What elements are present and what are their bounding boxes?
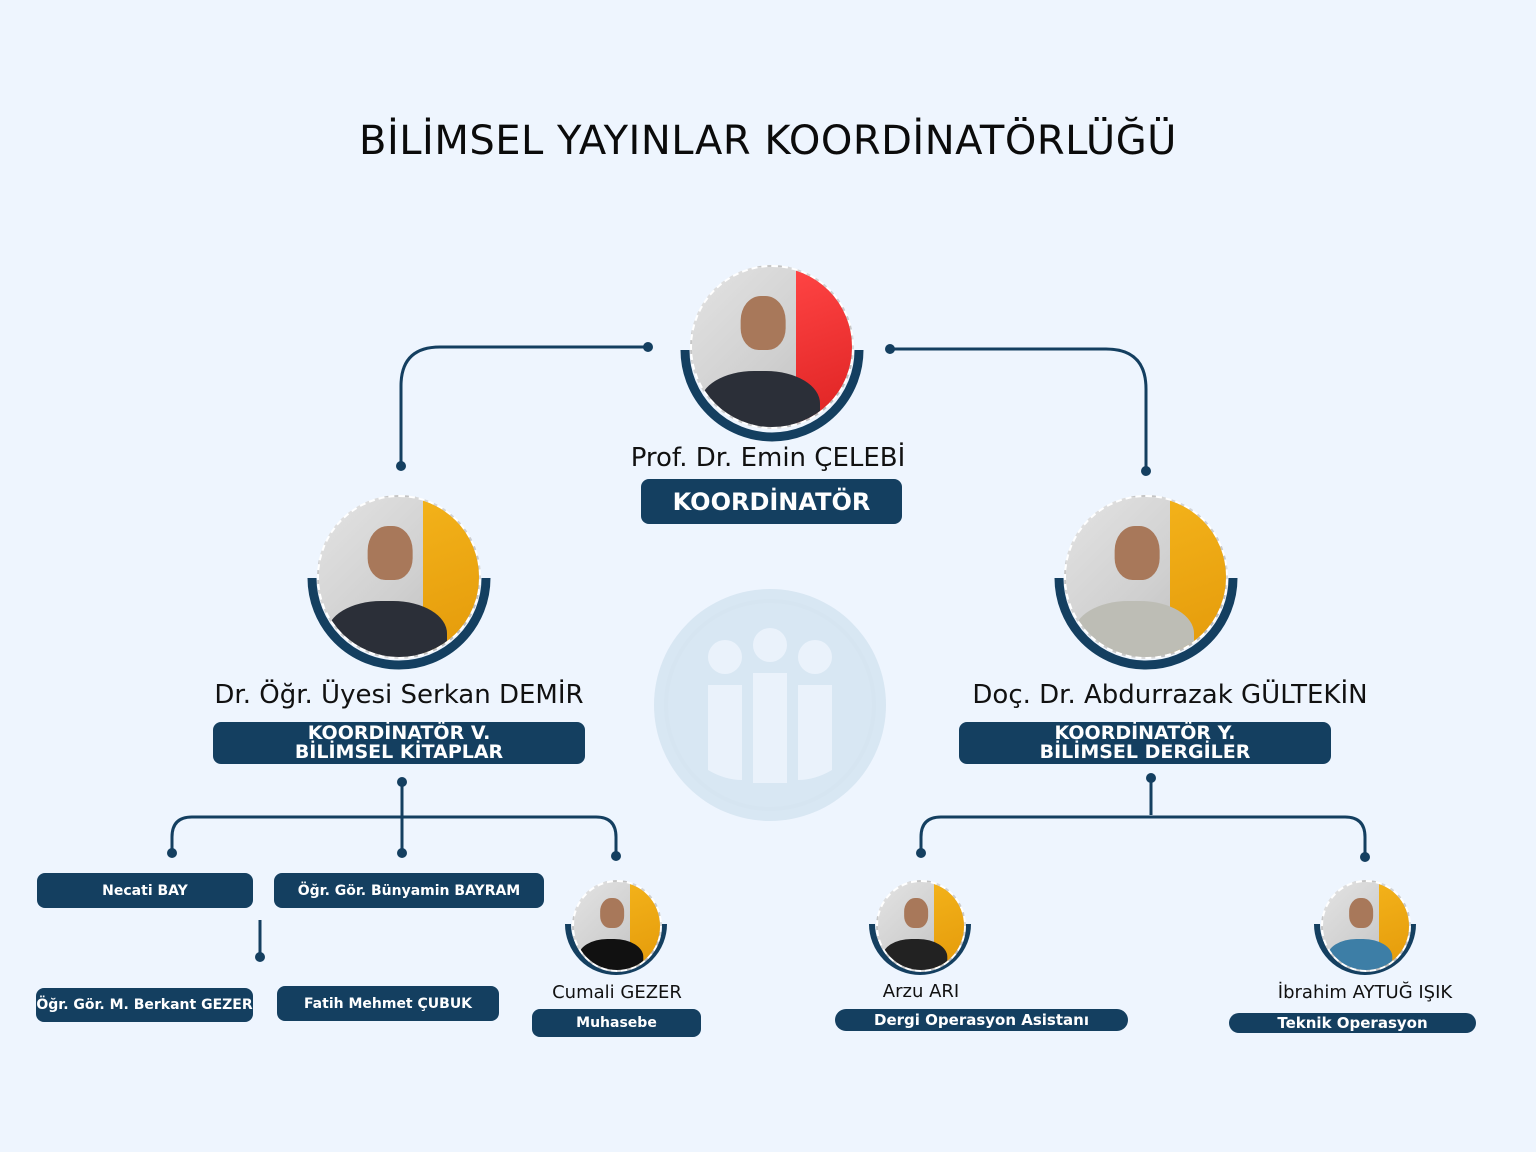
- team-member-badge: Fatih Mehmet ÇUBUK: [277, 986, 499, 1021]
- deputy-left-role-line2: BİLİMSEL KİTAPLAR: [294, 741, 504, 763]
- member-name: Öğr. Gör. M. Berkant GEZER: [36, 997, 253, 1013]
- coordinator-name: Prof. Dr. Emin ÇELEBİ: [630, 443, 906, 473]
- deputy-left-name: Dr. Öğr. Üyesi Serkan DEMİR: [214, 680, 584, 710]
- deputy-right-role-line2: BİLİMSEL DERGİLER: [1039, 741, 1251, 763]
- deputy-left-photo: [317, 495, 481, 659]
- coordinator-photo: [690, 265, 854, 429]
- accountant-role: Muhasebe: [576, 1015, 657, 1031]
- technical-role-badge: Teknik Operasyon: [1229, 1013, 1476, 1033]
- deputy-right-role-badge: KOORDİNATÖR Y. BİLİMSEL DERGİLER: [959, 722, 1331, 764]
- member-name: Öğr. Gör. Bünyamin BAYRAM: [297, 882, 521, 899]
- technical-name: İbrahim AYTUĞ IŞIK: [1277, 982, 1453, 1003]
- accountant-name: Cumali GEZER: [552, 982, 682, 1003]
- watermark-logo: [654, 589, 886, 821]
- assistant-role: Dergi Operasyon Asistanı: [874, 1010, 1089, 1029]
- page-title: BİLİMSEL YAYINLAR KOORDİNATÖRLÜĞÜ: [359, 118, 1177, 164]
- team-member-badge: Öğr. Gör. Bünyamin BAYRAM: [274, 873, 544, 908]
- deputy-right-role-line1: KOORDİNATÖR Y.: [1054, 722, 1236, 744]
- accountant-photo: [572, 880, 662, 972]
- deputy-right-photo: [1064, 495, 1228, 659]
- technical-role: Teknik Operasyon: [1277, 1013, 1428, 1032]
- assistant-role-badge: Dergi Operasyon Asistanı: [835, 1009, 1128, 1031]
- accountant-role-badge: Muhasebe: [532, 1009, 701, 1037]
- coordinator-role-badge: KOORDİNATÖR: [641, 479, 902, 524]
- team-member-badge: Necati BAY: [37, 873, 253, 908]
- deputy-right-name: Doç. Dr. Abdurrazak GÜLTEKİN: [972, 680, 1368, 710]
- deputy-left-role-badge: KOORDİNATÖR V. BİLİMSEL KİTAPLAR: [213, 722, 585, 764]
- member-name: Necati BAY: [102, 882, 188, 899]
- member-name: Fatih Mehmet ÇUBUK: [303, 995, 473, 1012]
- assistant-photo: [876, 880, 966, 972]
- assistant-name: Arzu ARI: [882, 981, 960, 1002]
- coordinator-role: KOORDİNATÖR: [672, 487, 871, 516]
- team-member-badge: Öğr. Gör. M. Berkant GEZER: [36, 988, 253, 1022]
- technical-photo: [1321, 880, 1411, 972]
- deputy-left-role-line1: KOORDİNATÖR V.: [307, 722, 491, 744]
